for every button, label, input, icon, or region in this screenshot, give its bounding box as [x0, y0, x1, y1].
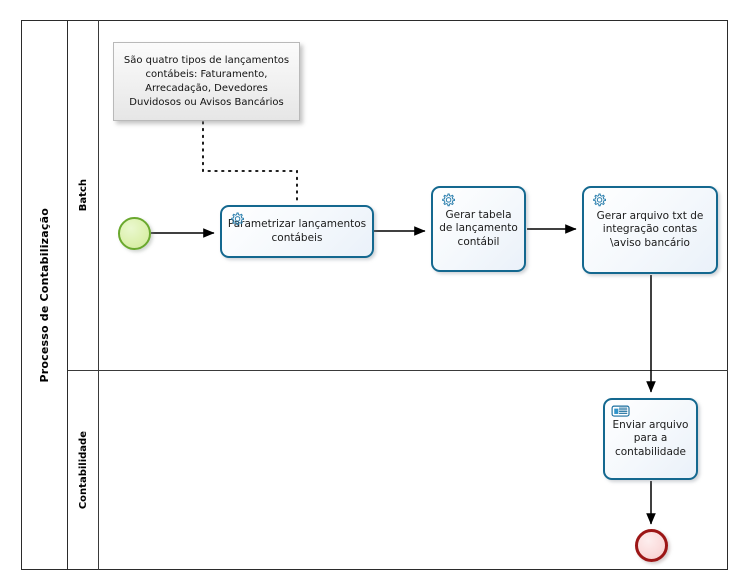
- gear-icon: [231, 212, 244, 226]
- task-label: Gerar arquivo txt de integração contas \…: [596, 209, 704, 249]
- lane-divider: [99, 370, 728, 371]
- pool-header: Processo de Contabilização: [21, 20, 68, 570]
- pool-title: Processo de Contabilização: [37, 207, 51, 383]
- start-event[interactable]: [118, 217, 151, 250]
- annotation-text: São quatro tipos de lançamentos contábei…: [123, 54, 290, 108]
- end-event[interactable]: [635, 529, 668, 562]
- hand-icon: [611, 405, 630, 417]
- task-gerar-arquivo-txt-integracao[interactable]: Gerar arquivo txt de integração contas \…: [582, 186, 718, 274]
- task-label: Parametrizar lançamentos contábeis: [227, 218, 367, 244]
- task-gerar-tabela-de-lancamento-contabil[interactable]: Gerar tabela de lançamento contábil: [431, 186, 526, 272]
- lane-label-batch: Batch: [77, 178, 89, 212]
- gear-icon: [442, 193, 455, 207]
- task-label: Gerar tabela de lançamento contábil: [439, 208, 518, 248]
- task-enviar-arquivo-para-contabilidade[interactable]: Enviar arquivo para a contabilidade: [603, 398, 698, 480]
- lane-header-contabilidade: Contabilidade: [68, 371, 99, 570]
- lane-header-batch: Batch: [68, 20, 99, 371]
- gear-icon: [593, 193, 606, 207]
- task-label: Enviar arquivo para a contabilidade: [612, 418, 689, 458]
- lane-label-contabilidade: Contabilidade: [77, 431, 89, 510]
- task-parametrizar-lancamentos-contabeis[interactable]: Parametrizar lançamentos contábeis: [220, 205, 374, 258]
- text-annotation: São quatro tipos de lançamentos contábei…: [113, 42, 300, 121]
